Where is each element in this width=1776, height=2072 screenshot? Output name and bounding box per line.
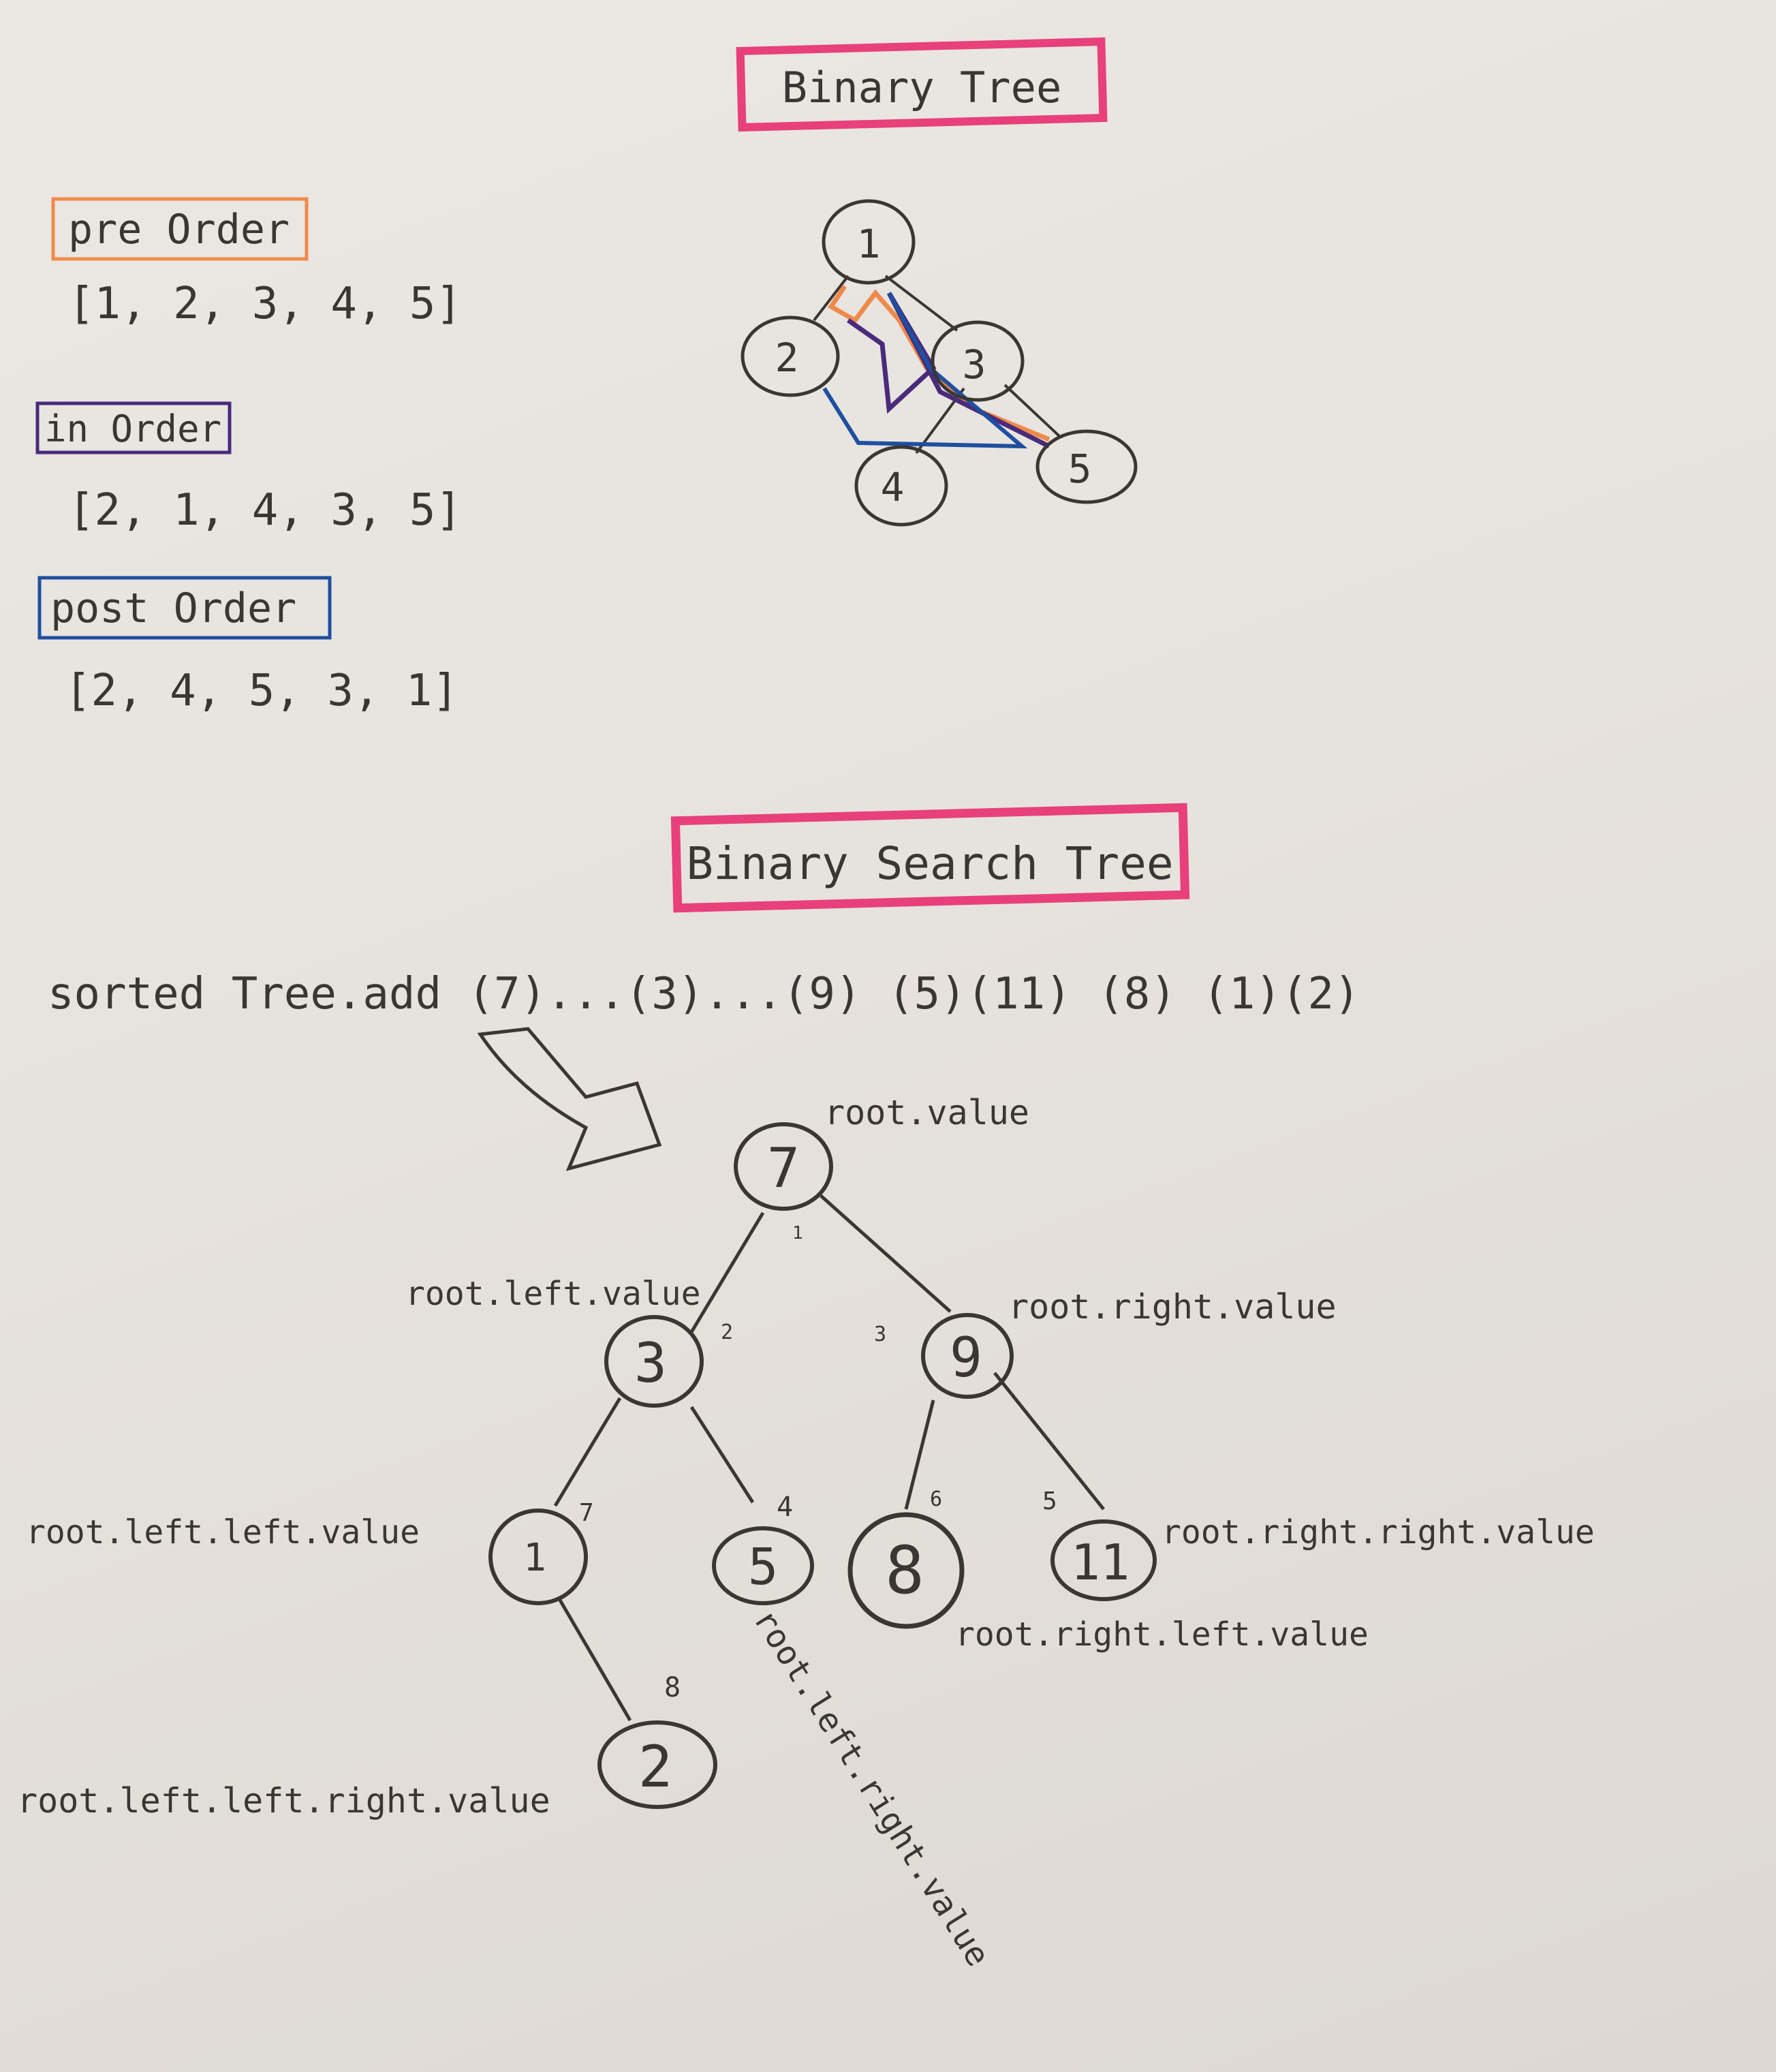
inorder-result: [2, 1, 4, 3, 5] — [68, 485, 462, 536]
bst-add-calls: sorted Tree.add (7)...(3)...(9) (5)(11) … — [48, 969, 1360, 1019]
svg-text:1: 1 — [523, 1536, 546, 1580]
svg-text:2: 2 — [638, 1733, 673, 1800]
label-root-right: root.right.value — [1008, 1287, 1337, 1327]
binary-tree-title: Binary Tree — [736, 37, 1108, 132]
bst-node-1: 1 — [488, 1509, 588, 1605]
preorder-result: [1, 2, 3, 4, 5] — [68, 279, 462, 329]
binary-tree-nodes: 1 2 3 4 5 — [741, 199, 1138, 527]
label-root-left-left: root.left.left.value — [26, 1513, 420, 1551]
bt-node-4: 4 — [854, 445, 948, 527]
step-2: 2 — [721, 1320, 733, 1344]
label-root-left-right: root.left.right.value — [746, 1603, 997, 1973]
edge-1-2 — [557, 1596, 632, 1722]
svg-text:1: 1 — [857, 221, 881, 267]
step-8: 8 — [664, 1672, 681, 1703]
svg-text:8: 8 — [885, 1532, 924, 1609]
bst-node-labels: root.value root.left.value root.right.va… — [17, 1093, 1595, 1973]
preorder-label-box — [51, 197, 309, 261]
edge-3-1 — [553, 1397, 622, 1507]
label-root-right-right: root.right.right.value — [1162, 1513, 1595, 1551]
bst-step-numbers: 1 2 3 4 5 6 7 8 — [579, 1223, 1057, 1703]
svg-text:7: 7 — [767, 1136, 800, 1200]
step-5: 5 — [1042, 1487, 1057, 1515]
edge-3-5 — [1003, 384, 1061, 437]
preorder-label: pre Order — [68, 206, 290, 253]
bst-node-3: 3 — [604, 1315, 704, 1408]
edge-7-3 — [689, 1211, 765, 1333]
svg-text:2: 2 — [775, 335, 799, 381]
bst-node-11: 11 — [1050, 1519, 1157, 1601]
preorder-path — [828, 285, 1050, 442]
preorder-section: pre Order [1, 2, 3, 4, 5] — [51, 197, 462, 329]
postorder-label-box — [37, 576, 332, 640]
bst-node-7: 7 — [734, 1122, 833, 1211]
label-root-left: root.left.value — [405, 1275, 700, 1313]
bt-node-2: 2 — [741, 315, 840, 397]
arrow-icon — [477, 1027, 662, 1171]
edge-9-8 — [904, 1400, 935, 1510]
bt-node-5: 5 — [1035, 429, 1138, 504]
step-3: 3 — [874, 1323, 886, 1346]
binary-tree-title-text: Binary Tree — [782, 63, 1062, 112]
inorder-section: in Order [2, 1, 4, 3, 5] — [35, 401, 462, 536]
svg-text:5: 5 — [1068, 446, 1092, 492]
edge-1-3 — [884, 275, 959, 332]
svg-text:3: 3 — [963, 341, 986, 388]
postorder-section: post Order [2, 4, 5, 3, 1] — [37, 576, 458, 716]
bt-node-3: 3 — [931, 320, 1025, 402]
bst-title-box — [670, 803, 1190, 913]
postorder-path — [822, 292, 1028, 449]
bst-node-8: 8 — [847, 1512, 965, 1629]
step-4: 4 — [777, 1491, 793, 1523]
step-1: 1 — [792, 1223, 803, 1243]
svg-text:9: 9 — [950, 1326, 982, 1389]
bst-edges — [553, 1194, 1105, 1722]
step-7: 7 — [579, 1499, 594, 1527]
bst-node-9: 9 — [921, 1313, 1014, 1399]
inorder-label-box — [35, 401, 232, 454]
edge-7-9 — [820, 1194, 952, 1313]
edge-9-11 — [993, 1372, 1105, 1511]
edge-3-5 — [689, 1406, 755, 1504]
postorder-label: post Order — [50, 585, 296, 632]
edge-1-2 — [813, 275, 850, 322]
bt-node-1: 1 — [822, 199, 916, 285]
svg-text:4: 4 — [881, 464, 905, 510]
label-root: root.value — [824, 1093, 1029, 1132]
bst-node-2: 2 — [597, 1720, 717, 1809]
postorder-result: [2, 4, 5, 3, 1] — [65, 666, 458, 716]
bst-title: Binary Search Tree — [670, 803, 1190, 913]
label-root-right-left: root.right.left.value — [955, 1615, 1369, 1654]
label-root-left-left-right: root.left.left.right.value — [17, 1781, 550, 1821]
svg-text:3: 3 — [634, 1331, 667, 1395]
inorder-path — [846, 292, 1050, 449]
step-6: 6 — [930, 1487, 942, 1511]
binary-tree-title-box — [736, 37, 1108, 132]
binary-tree-edges — [813, 275, 1061, 454]
svg-text:5: 5 — [748, 1538, 779, 1596]
svg-text:11: 11 — [1071, 1534, 1130, 1591]
bst-title-text: Binary Search Tree — [686, 837, 1173, 890]
bst-nodes: 7 3 9 1 5 8 11 2 — [488, 1122, 1157, 1809]
bst-node-5: 5 — [712, 1526, 814, 1605]
inorder-label: in Order — [44, 407, 221, 450]
